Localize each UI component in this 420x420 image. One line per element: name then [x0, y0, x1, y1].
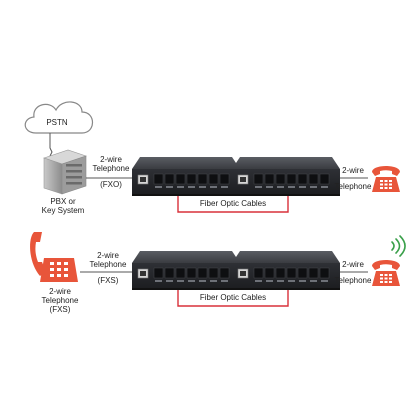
bottom-left-telephone-icon	[30, 232, 78, 282]
bottom-right-link-line1: 2-wire	[342, 260, 364, 269]
bottom-left-link-line3: (FXS)	[98, 276, 119, 285]
bottom-left-converter-icon	[131, 250, 241, 291]
bottom-left-link-line2: Telephone	[90, 260, 127, 269]
bottom-right-link-line2: Telephone	[335, 276, 372, 285]
bottom-fiber-cable	[177, 290, 289, 307]
pstn-cloud-icon: PSTN	[24, 101, 94, 134]
top-telephone-icon	[372, 166, 400, 192]
top-left-link-line2: Telephone	[93, 164, 130, 173]
top-right-converter-icon	[231, 156, 341, 197]
bottom-phone-label-line3: (FXS)	[50, 305, 71, 314]
bottom-phone-label-line2: Telephone	[42, 296, 79, 305]
wireless-signal-icon	[391, 235, 406, 257]
top-cable-label-bg	[193, 198, 273, 208]
bottom-right-converter-icon	[231, 250, 341, 291]
top-left-converter-icon	[131, 156, 241, 197]
bottom-cable-label-bg	[193, 292, 273, 302]
bottom-cable-label: Fiber Optic Cables	[200, 293, 266, 302]
top-left-link-line3: (FXO)	[100, 180, 122, 189]
top-left-link-line1: 2-wire	[100, 155, 122, 164]
top-right-link-line2: Telephone	[335, 182, 372, 191]
top-right-link-line1: 2-wire	[342, 166, 364, 175]
cloud-label: PSTN	[46, 118, 68, 127]
pbx-label-line2: Key System	[42, 206, 85, 215]
pbx-label-line1: PBX or	[50, 197, 76, 206]
bottom-right-telephone-icon	[372, 260, 400, 286]
top-cable-label: Fiber Optic Cables	[200, 199, 266, 208]
bottom-phone-label-line1: 2-wire	[49, 287, 71, 296]
top-fiber-cable	[177, 196, 289, 213]
pbx-server-icon	[43, 149, 87, 195]
bottom-left-link-line1: 2-wire	[97, 251, 119, 260]
